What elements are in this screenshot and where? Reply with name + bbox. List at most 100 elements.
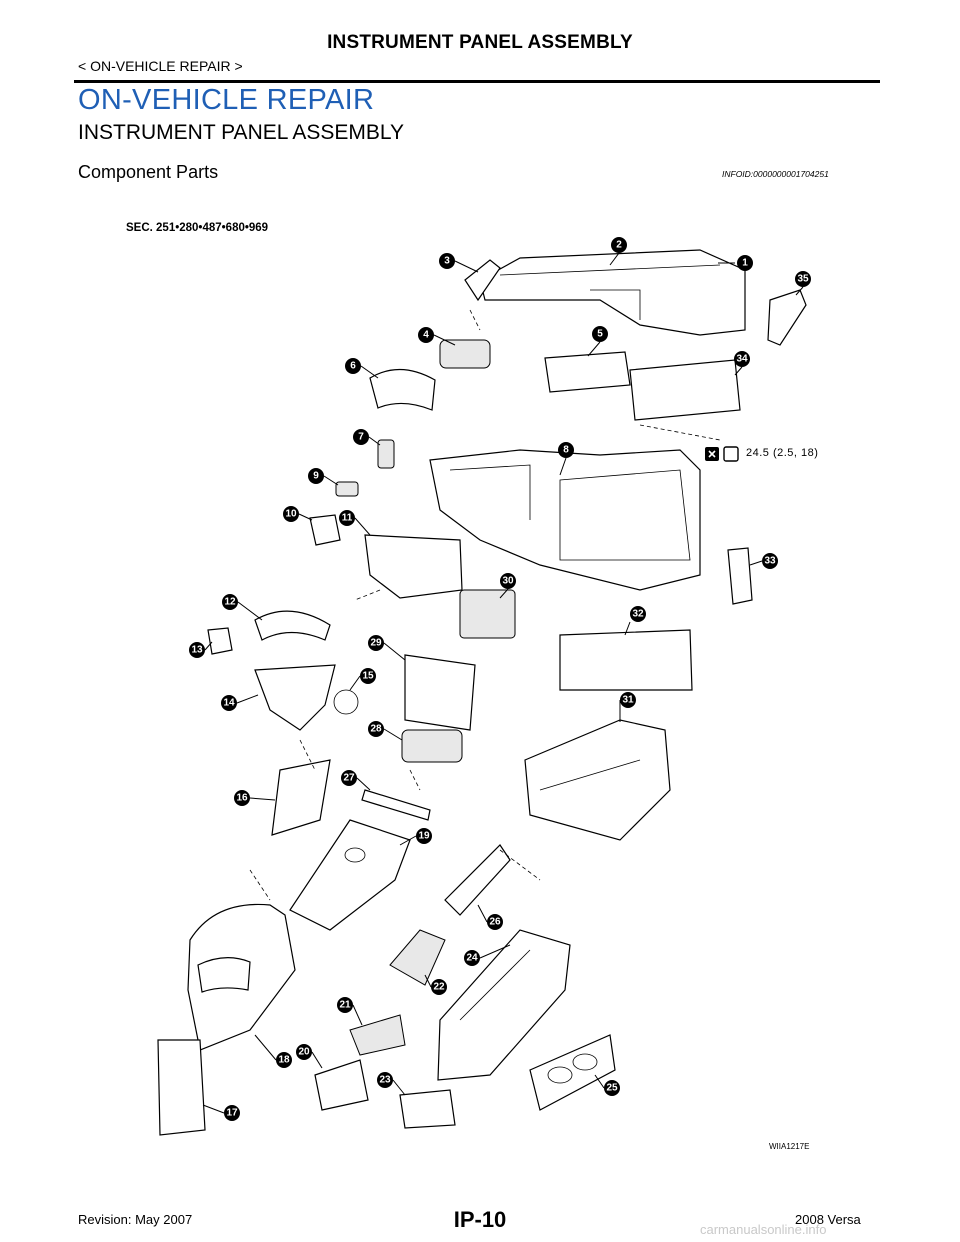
info-id: INFOID:0000000001704251 — [722, 169, 829, 179]
callout-35: 35 — [795, 271, 811, 296]
switch-part — [377, 439, 395, 469]
svg-text:27: 27 — [343, 773, 355, 784]
console-finisher-part — [314, 1059, 369, 1111]
svg-text:33: 33 — [764, 556, 776, 567]
console-tray-part — [529, 1034, 616, 1111]
instrument-panel-body — [429, 449, 701, 591]
ring-part — [333, 689, 359, 715]
svg-text:24: 24 — [466, 953, 478, 964]
callout-13: 13 — [189, 641, 213, 658]
svg-text:35: 35 — [797, 274, 809, 285]
callout-6: 6 — [345, 358, 379, 379]
svg-text:2: 2 — [616, 240, 622, 251]
breadcrumb[interactable]: < ON-VEHICLE REPAIR > — [78, 58, 243, 74]
svg-text:9: 9 — [313, 471, 319, 482]
svg-text:17: 17 — [226, 1108, 238, 1119]
callout-26: 26 — [477, 904, 503, 930]
svg-text:19: 19 — [418, 831, 430, 842]
callout-14: 14 — [221, 694, 259, 711]
callout-31: 31 — [619, 692, 636, 722]
svg-text:26: 26 — [489, 917, 501, 928]
switch-bracket-part — [335, 481, 359, 497]
console-side-panel-part — [444, 844, 511, 916]
cluster-lid-part — [369, 368, 436, 411]
column-cover-upper-part — [254, 610, 331, 641]
glove-box-part — [524, 719, 671, 841]
callout-16: 16 — [234, 790, 276, 806]
svg-text:16: 16 — [236, 793, 248, 804]
svg-text:18: 18 — [278, 1055, 290, 1066]
exploded-view-diagram: 1 2 3 4 5 6 7 8 9 10 11 12 13 14 15 16 1… — [110, 210, 850, 1170]
callout-19: 19 — [399, 828, 432, 846]
callout-17: 17 — [202, 1104, 240, 1121]
callout-29: 29 — [368, 635, 406, 661]
callout-1: 1 — [718, 255, 753, 271]
svg-text:1: 1 — [742, 258, 748, 269]
heater-switch-part — [401, 729, 463, 763]
section-title: ON-VEHICLE REPAIR — [78, 84, 375, 116]
running-title: INSTRUMENT PANEL ASSEMBLY — [327, 32, 633, 53]
vent-panel-part — [559, 629, 693, 691]
section-numbers-label: SEC. 251•280•487•680•969 — [126, 222, 269, 234]
svg-text:10: 10 — [285, 509, 297, 520]
callout-20: 20 — [296, 1044, 323, 1069]
callout-33: 33 — [749, 553, 778, 569]
callout-12: 12 — [222, 594, 263, 621]
svg-text:14: 14 — [223, 698, 235, 709]
callout-27: 27 — [341, 770, 371, 791]
svg-text:30: 30 — [502, 576, 514, 587]
model-year: 2008 Versa — [795, 1212, 861, 1227]
callout-8: 8 — [558, 442, 574, 476]
svg-text:3: 3 — [444, 256, 450, 267]
header-rule — [74, 80, 880, 83]
callout-23: 23 — [377, 1072, 406, 1096]
column-cover-lower-part — [254, 664, 336, 731]
callout-28: 28 — [368, 721, 403, 741]
svg-text:29: 29 — [370, 638, 382, 649]
svg-text:7: 7 — [358, 432, 364, 443]
figure-id: WIIA1217E — [769, 1142, 810, 1151]
svg-text:23: 23 — [379, 1075, 391, 1086]
console-lower-part — [437, 929, 571, 1081]
rear-finisher-part — [157, 1039, 206, 1136]
console-upper-part — [289, 819, 411, 931]
svg-text:34: 34 — [736, 354, 748, 365]
svg-text:8: 8 — [563, 445, 569, 456]
shift-indicator-part — [389, 929, 446, 986]
svg-text:31: 31 — [622, 695, 634, 706]
callout-34: 34 — [734, 351, 750, 376]
callout-4: 4 — [418, 327, 456, 346]
topic-title: Component Parts — [78, 162, 219, 182]
callout-11: 11 — [339, 510, 371, 536]
bolt-icon — [723, 446, 739, 462]
callout-24: 24 — [464, 944, 511, 966]
air-duct-part — [629, 359, 741, 421]
side-finisher-part — [271, 759, 331, 836]
instrument-panel-pad — [479, 249, 746, 336]
audio-unit-part — [459, 589, 516, 639]
svg-text:32: 32 — [632, 609, 644, 620]
callout-7: 7 — [353, 429, 381, 446]
console-cover-part — [399, 1089, 456, 1129]
callout-15: 15 — [349, 668, 376, 691]
cover-panel-part — [309, 514, 341, 546]
callout-3: 3 — [439, 253, 479, 273]
page-number: IP-10 — [453, 1207, 507, 1232]
callout-5: 5 — [587, 326, 608, 357]
callout-21: 21 — [337, 997, 363, 1026]
callout-32: 32 — [624, 606, 646, 636]
callout-2: 2 — [609, 237, 627, 266]
column-cover-small-part — [207, 627, 233, 655]
subsection-title: INSTRUMENT PANEL ASSEMBLY — [78, 121, 404, 144]
svg-text:6: 6 — [350, 361, 356, 372]
callout-10: 10 — [283, 506, 313, 522]
lower-panel-part — [364, 534, 463, 599]
callout-18: 18 — [254, 1034, 292, 1068]
center-finisher-part — [361, 789, 431, 821]
svg-text:11: 11 — [342, 513, 353, 524]
svg-text:13: 13 — [191, 645, 203, 656]
svg-text:21: 21 — [339, 1000, 351, 1011]
callout-30: 30 — [499, 573, 516, 599]
cup-holder-part — [349, 1014, 406, 1056]
svg-text:22: 22 — [433, 982, 445, 993]
